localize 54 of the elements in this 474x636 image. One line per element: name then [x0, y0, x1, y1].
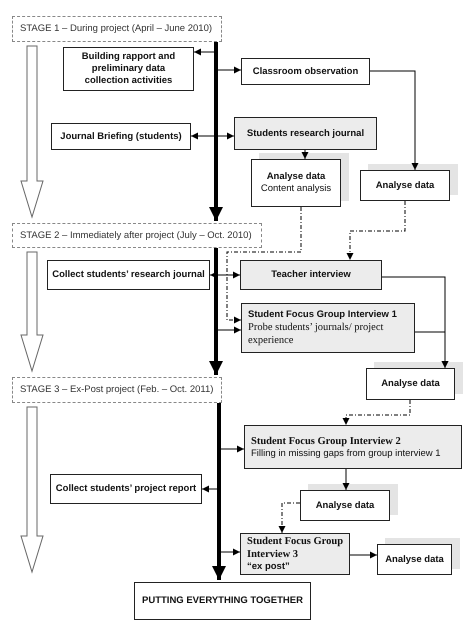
- box-title: Classroom observation: [252, 66, 358, 78]
- box-title: Student Focus Group Interview 1: [248, 308, 397, 321]
- stage-title: STAGE 3 – Ex-Post project (Feb. – Oct. 2011): [20, 384, 214, 396]
- stage-title: STAGE 2 – Immediately after project (July – Oct. 2010): [20, 230, 252, 242]
- process-box: [134, 582, 311, 620]
- stage-title: STAGE 1 – During project (April – June 2010): [20, 23, 212, 35]
- arrow: [209, 42, 223, 221]
- box-description: “ex post”: [247, 561, 290, 574]
- process-box: [63, 47, 194, 91]
- arrow: [370, 70, 418, 170]
- box-title: Journal Briefing (students): [60, 130, 182, 142]
- stage-label: [12, 377, 222, 403]
- box-title: Collect students’ research journal: [52, 269, 205, 281]
- process-box: [240, 533, 350, 575]
- stage-label: [12, 16, 222, 42]
- box-title: Analyse data: [316, 500, 374, 512]
- arrow: [226, 206, 302, 324]
- box-description: Content analysis: [260, 183, 332, 195]
- box-title: Collect students’ project report: [56, 483, 196, 495]
- box-title: Teacher interview: [271, 269, 351, 281]
- process-box: [51, 123, 191, 150]
- arrow: [342, 400, 410, 426]
- arrow: [278, 502, 300, 534]
- process-box: [47, 260, 210, 290]
- arrow: [190, 132, 234, 140]
- arrow: [210, 272, 240, 278]
- process-box: [234, 117, 377, 150]
- process-box: [244, 425, 462, 469]
- stage-label: [12, 223, 262, 248]
- box-title: Building rapport and preliminary data collection activities: [80, 51, 176, 87]
- block-arrow: [20, 252, 44, 373]
- box-title: Analyse data: [376, 180, 434, 192]
- arrow: [350, 552, 378, 558]
- box-title: Analyse data: [381, 378, 440, 390]
- process-box: [240, 260, 382, 290]
- box-title: Students research journal: [246, 128, 364, 140]
- box-description: Probe students’ journals/ project experience: [248, 320, 384, 348]
- box-title: Analyse data: [266, 171, 326, 183]
- process-box: [50, 474, 202, 504]
- process-box: [241, 58, 370, 85]
- arrow: [346, 200, 406, 260]
- box-description: Filling in missing gaps from group interview 1: [251, 448, 441, 460]
- arrow: [342, 468, 350, 490]
- block-arrow: [20, 46, 44, 219]
- box-title: Analyse data: [385, 554, 444, 566]
- arrow: [209, 248, 223, 375]
- box-title: Student Focus Group Interview 2: [251, 434, 401, 448]
- box-title: PUTTING EVERYTHING TOGETHER: [142, 595, 303, 607]
- block-arrow: [20, 406, 44, 574]
- arrow: [414, 332, 448, 368]
- box-title: Student Focus Group Interview 3: [247, 534, 344, 562]
- arrow: [302, 150, 308, 160]
- process-box: [241, 303, 415, 353]
- arrow: [212, 403, 226, 580]
